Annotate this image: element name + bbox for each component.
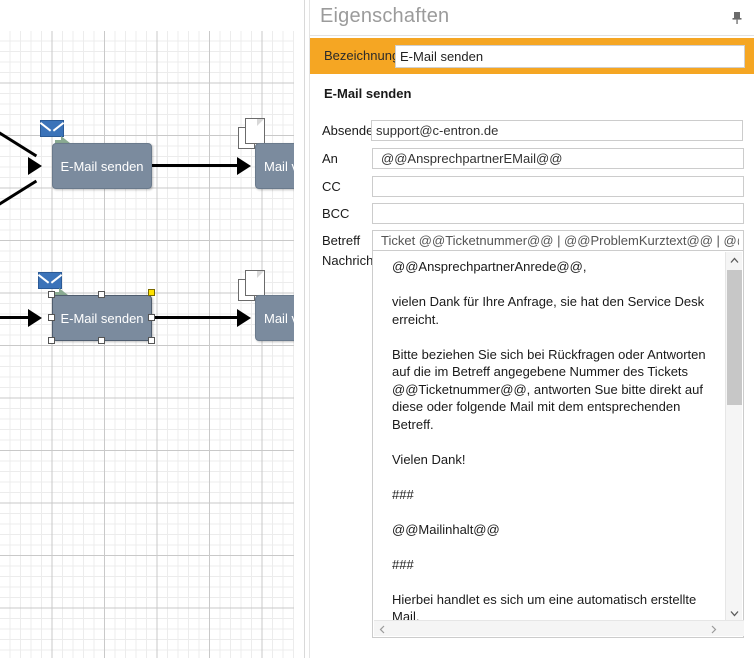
rotate-handle[interactable] xyxy=(148,289,155,296)
header-divider xyxy=(310,35,754,36)
nachricht-vertical-scrollbar[interactable] xyxy=(725,252,742,622)
resize-handle-middle-left[interactable] xyxy=(48,314,55,321)
envelope-icon xyxy=(40,120,64,137)
bezeichnung-bar: Bezeichnung xyxy=(310,38,754,74)
field-row-absender: Absender xyxy=(310,120,754,142)
node-email-senden-2[interactable]: E-Mail senden xyxy=(52,295,152,341)
arrowhead-into-node-3 xyxy=(28,309,42,327)
field-row-bcc: BCC xyxy=(310,203,754,225)
resize-handle-middle-right[interactable] xyxy=(148,314,155,321)
connector-node1-to-node2 xyxy=(152,164,239,167)
nachricht-scrollbar-thumb[interactable] xyxy=(727,270,742,405)
document-fold-icon xyxy=(257,119,264,126)
field-row-betreff: Betreff xyxy=(310,230,754,252)
chevron-down-icon[interactable] xyxy=(726,605,743,622)
field-row-an: An xyxy=(310,148,754,170)
resize-handle-bottom-center[interactable] xyxy=(98,337,105,344)
pane-divider-2 xyxy=(309,0,310,658)
an-label: An xyxy=(322,151,338,166)
diagram-canvas[interactable]: E-Mail senden Mail ver E-Mail senden xyxy=(0,0,305,658)
nachricht-label: Nachricht xyxy=(322,253,377,268)
node-label: E-Mail senden xyxy=(60,310,144,326)
bezeichnung-label: Bezeichnung xyxy=(324,48,400,63)
pane-divider xyxy=(304,0,305,658)
bcc-label: BCC xyxy=(322,206,350,221)
page-title: Eigenschaften xyxy=(320,5,450,27)
connector-node3-to-node4 xyxy=(155,316,239,319)
document-fold-icon xyxy=(257,271,264,278)
cc-input[interactable] xyxy=(372,176,744,197)
chevron-left-icon[interactable] xyxy=(374,621,390,637)
connector-into-node-3 xyxy=(0,316,30,319)
properties-header: Eigenschaften xyxy=(310,0,754,36)
node-label: E-Mail senden xyxy=(60,158,144,174)
envelope-icon xyxy=(38,272,62,289)
section-title: E-Mail senden xyxy=(324,86,412,101)
cc-label: CC xyxy=(322,179,341,194)
chevron-right-icon[interactable] xyxy=(705,621,721,637)
absender-label: Absender xyxy=(322,123,378,138)
node-email-senden-1[interactable]: E-Mail senden xyxy=(52,143,152,189)
absender-input[interactable] xyxy=(371,120,743,141)
nachricht-text[interactable]: @@AnsprechpartnerAnrede@@, vielen Dank f… xyxy=(392,259,706,621)
nachricht-horizontal-scrollbar[interactable] xyxy=(374,620,744,636)
properties-panel: Eigenschaften Bezeichnung E-Mail senden … xyxy=(310,0,754,658)
chevron-up-icon[interactable] xyxy=(726,252,743,269)
canvas-vertical-scrollbar[interactable] xyxy=(294,31,304,658)
betreff-input[interactable] xyxy=(372,230,744,251)
field-row-cc: CC xyxy=(310,176,754,198)
pin-icon[interactable] xyxy=(728,9,746,27)
arrowhead-into-node-4 xyxy=(237,309,251,327)
resize-handle-top-left[interactable] xyxy=(48,291,55,298)
bezeichnung-input[interactable] xyxy=(395,45,745,68)
arrowhead-into-node-1 xyxy=(28,157,42,175)
resize-handle-bottom-left[interactable] xyxy=(48,337,55,344)
betreff-label: Betreff xyxy=(322,233,361,248)
an-input[interactable] xyxy=(372,148,744,169)
arrowhead-into-node-2 xyxy=(237,157,251,175)
bcc-input[interactable] xyxy=(372,203,744,224)
nachricht-textarea[interactable]: @@AnsprechpartnerAnrede@@, vielen Dank f… xyxy=(372,250,744,638)
resize-handle-top-center[interactable] xyxy=(98,291,105,298)
resize-handle-bottom-right[interactable] xyxy=(148,337,155,344)
